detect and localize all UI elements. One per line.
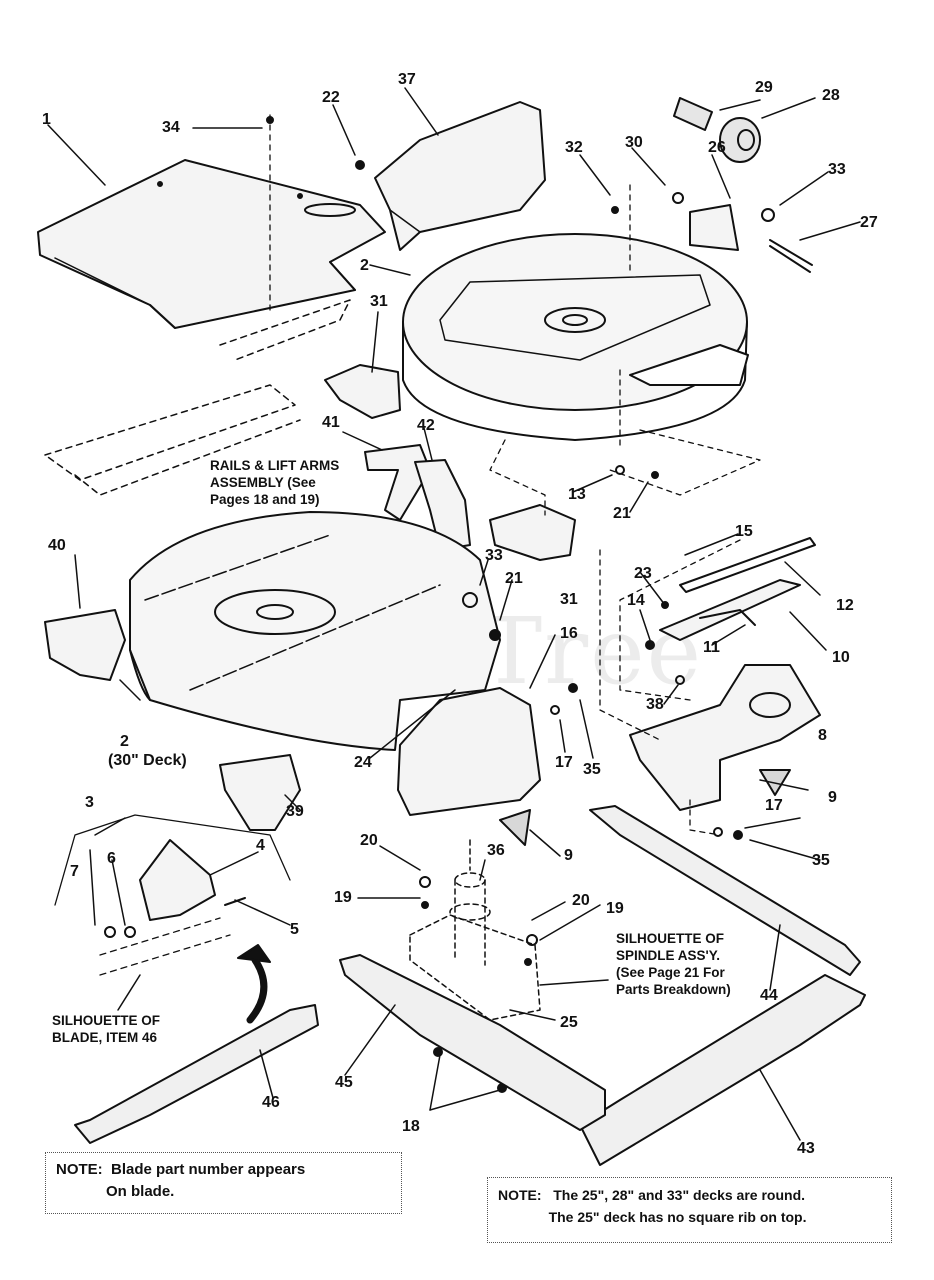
- note-right-line2: The 25" deck has no square rib on top.: [498, 1209, 807, 1225]
- blade-part-43: [579, 974, 866, 1166]
- label-part-46: 46: [262, 1094, 280, 1111]
- spindle-silhouette-caption: SILHOUETTE OF SPINDLE ASS'Y. (See Page 2…: [616, 931, 731, 997]
- curved-arrow: [237, 944, 271, 1024]
- cover-plate-part-1: [37, 159, 386, 329]
- blade-silhouette-caption: SILHOUETTE OF BLADE, ITEM 46: [52, 1013, 160, 1045]
- label-part-17-left: 17: [555, 754, 573, 771]
- label-part-4: 4: [256, 837, 265, 854]
- label-part-33-top: 33: [828, 161, 846, 178]
- label-part-11: 11: [703, 639, 720, 656]
- label-part-2-30: 2: [120, 733, 129, 750]
- label-part-21-right: 21: [613, 505, 631, 522]
- label-part-36: 36: [487, 842, 505, 859]
- label-part-33-mid: 33: [485, 547, 503, 564]
- label-part-14: 14: [627, 592, 645, 609]
- label-part-3: 3: [85, 794, 94, 811]
- label-part-2-round: 2: [360, 257, 369, 274]
- shield-part-37: [374, 101, 546, 251]
- label-part-1: 1: [42, 111, 51, 128]
- bracket-part-31: [324, 364, 576, 561]
- spindle-silhouette-part-25-36: [409, 839, 541, 1021]
- label-part-17-right: 17: [765, 797, 783, 814]
- label-part-20-left: 20: [360, 832, 378, 849]
- label-part-31-top: 31: [370, 293, 388, 310]
- label-part-19-left: 19: [334, 889, 352, 906]
- label-part-8: 8: [818, 727, 827, 744]
- label-part-28: 28: [822, 87, 840, 104]
- mulching-kit-part-3-7: [54, 814, 291, 976]
- label-part-18: 18: [402, 1118, 420, 1135]
- round-deck-part-2: [402, 233, 749, 441]
- label-part-9-right: 9: [828, 789, 837, 806]
- label-part-15: 15: [735, 523, 753, 540]
- label-part-29: 29: [755, 79, 773, 96]
- label-part-22: 22: [322, 89, 340, 106]
- note-left-line1: NOTE: Blade part number appears: [56, 1161, 306, 1178]
- rails-lift-arms-caption: RAILS & LIFT ARMS ASSEMBLY (See Pages 18…: [210, 458, 340, 507]
- label-part-20-right: 20: [572, 892, 590, 909]
- label-part-5: 5: [290, 921, 299, 938]
- label-part-27: 27: [860, 214, 878, 231]
- label-part-45: 45: [335, 1074, 353, 1091]
- label-part-12: 12: [836, 597, 854, 614]
- label-part-39: 39: [286, 803, 304, 820]
- note-right-line1: NOTE: The 25", 28" and 33" decks are rou…: [498, 1187, 806, 1203]
- deck-30-caption: (30" Deck): [108, 752, 187, 769]
- blade-part-46: [74, 1004, 319, 1144]
- label-part-31-mid: 31: [560, 591, 578, 608]
- note-blade-part-number: NOTE: Blade part number appears On blade…: [45, 1152, 402, 1214]
- label-part-30: 30: [625, 134, 643, 151]
- label-part-42: 42: [417, 417, 435, 434]
- label-part-44: 44: [760, 987, 778, 1004]
- label-part-26: 26: [708, 139, 726, 156]
- deck-30-inch-part-2: [129, 511, 501, 751]
- roller-assembly-part-26-29: [673, 97, 813, 273]
- label-part-43: 43: [797, 1140, 815, 1157]
- discharge-chute-part-16: [397, 687, 541, 816]
- leader-lines: [47, 87, 861, 1141]
- note-deck-sizes: NOTE: The 25", 28" and 33" decks are rou…: [487, 1177, 892, 1243]
- label-part-23: 23: [634, 565, 652, 582]
- label-part-16: 16: [560, 625, 578, 642]
- label-part-38: 38: [646, 696, 664, 713]
- label-part-35-right: 35: [812, 852, 830, 869]
- label-part-32: 32: [565, 139, 583, 156]
- label-part-7: 7: [70, 863, 79, 880]
- lift-bracket-part-41-42: [364, 444, 471, 551]
- label-part-25: 25: [560, 1014, 578, 1031]
- bracket-part-40-39: [44, 609, 301, 831]
- label-part-34: 34: [162, 119, 180, 136]
- label-part-35-left: 35: [583, 761, 601, 778]
- discharge-chute-part-8: [629, 664, 821, 811]
- label-part-10: 10: [832, 649, 850, 666]
- rails-lift-arms-silhouette: [44, 299, 351, 496]
- label-part-37: 37: [398, 71, 416, 88]
- label-part-6: 6: [107, 850, 116, 867]
- label-part-41: 41: [322, 414, 340, 431]
- note-left-line2: On blade.: [56, 1183, 175, 1200]
- blade-part-44: [589, 805, 861, 976]
- label-part-21-mid: 21: [505, 570, 523, 587]
- dashed-connection-lines: [269, 114, 761, 836]
- label-part-24: 24: [354, 754, 372, 771]
- blade-part-45: [339, 954, 606, 1131]
- label-part-13: 13: [568, 486, 586, 503]
- label-part-9-left: 9: [564, 847, 573, 864]
- label-part-19-right: 19: [606, 900, 624, 917]
- label-part-40: 40: [48, 537, 66, 554]
- rod-assembly-part-10-12: [659, 537, 816, 641]
